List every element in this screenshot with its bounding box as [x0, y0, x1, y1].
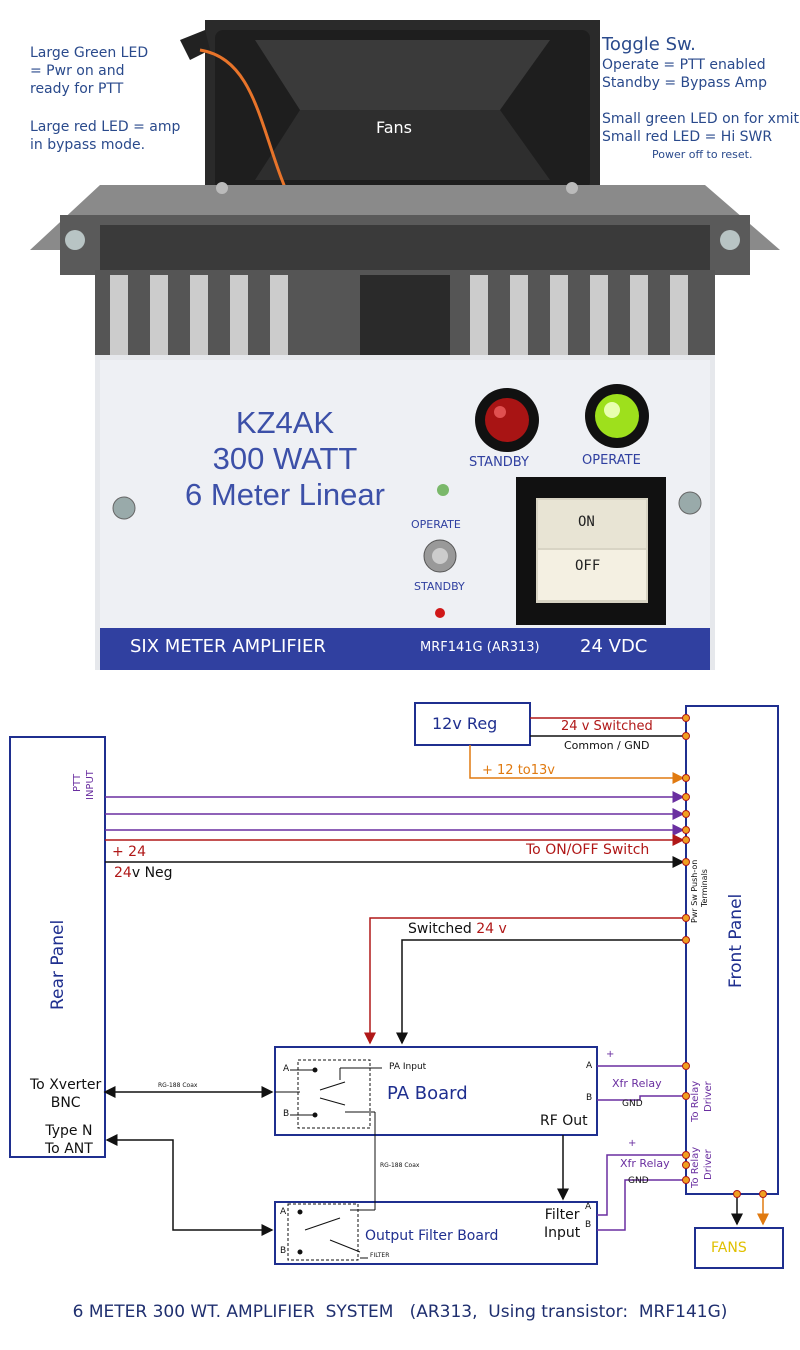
strip-24vdc: 24 VDC	[580, 636, 648, 657]
front-panel-label: Front Panel	[726, 893, 746, 988]
note-toggle-2: Standby = Bypass Amp	[602, 75, 768, 91]
plus-12-13-label: + 12 to13v	[482, 763, 555, 778]
rear-panel-box	[9, 736, 106, 1158]
block-diagram	[9, 702, 784, 1269]
pa-switch-a: A	[283, 1064, 290, 1074]
filter-switch-a: A	[280, 1207, 287, 1217]
switched24-num: 24 v	[476, 921, 507, 937]
heatsink-fins	[95, 270, 715, 360]
toggle-standby-label: STANDBY	[414, 580, 465, 593]
note-toggle-3: Small green LED on for xmit	[602, 111, 799, 127]
pwr-sw-label-2: Terminals	[700, 869, 709, 907]
switched24-label: Switched 24 v	[408, 921, 507, 937]
fans-photo-label: Fans	[376, 118, 413, 137]
panel-title-watts: 300 WATT	[212, 441, 358, 476]
filter-input-label-1: Filter	[544, 1207, 580, 1223]
note-green-led-3: ready for PTT	[30, 81, 124, 97]
to-relay-driver-2b: Driver	[703, 1149, 714, 1180]
output-filter-box	[274, 1201, 598, 1265]
note-toggle-1: Operate = PTT enabled	[602, 57, 766, 73]
to-xverter-label-2: BNC	[50, 1095, 81, 1111]
type-n-label-2: To ANT	[45, 1141, 93, 1157]
note-toggle-4: Small red LED = Hi SWR	[602, 129, 773, 145]
note-toggle-title: Toggle Sw.	[602, 34, 696, 55]
small-red-led	[435, 608, 445, 618]
figure-caption: 6 METER 300 WT. AMPLIFIER SYSTEM (AR313,…	[72, 1302, 728, 1322]
panel-title-callsign: KZ4AK	[235, 405, 335, 440]
output-filter-label: Output Filter Board	[365, 1228, 499, 1244]
plus24-label: + 24	[112, 844, 146, 860]
neg24-num: 24	[114, 865, 132, 881]
fans-diagram-label: FANS	[711, 1240, 747, 1256]
reg-switched-label: 24 v Switched	[561, 719, 653, 734]
note-green-led-2: = Pwr on and	[30, 63, 125, 79]
note-toggle-5: Power off to reset.	[652, 148, 753, 161]
front-panel-box	[685, 705, 779, 1195]
pa-input-label: PA Input	[389, 1062, 427, 1072]
pa-relay-a: A	[586, 1061, 593, 1071]
note-red-led-1: Large red LED = amp	[30, 119, 181, 135]
switched24-text: Switched	[408, 921, 472, 937]
pa-switch-b: B	[283, 1109, 290, 1119]
filter-relay-a: A	[585, 1202, 592, 1212]
rear-panel-label: Rear Panel	[48, 919, 68, 1010]
to-relay-driver-1a: To Relay	[690, 1080, 701, 1122]
ptt-input-label-2: INPUT	[85, 770, 96, 800]
pa-gnd: GND	[622, 1099, 643, 1109]
note-red-led-2: in bypass mode.	[30, 137, 146, 153]
strip-mrf: MRF141G (AR313)	[420, 640, 540, 655]
neg24-label: 24v Neg	[114, 865, 173, 881]
type-n-label-1: Type N	[45, 1123, 93, 1139]
reg-label: 12v Reg	[432, 714, 498, 733]
filter-relay-b: B	[585, 1220, 592, 1230]
coax-label-2: RG-188 Coax	[380, 1162, 420, 1169]
strip-six-meter: SIX METER AMPLIFIER	[130, 636, 326, 657]
panel-title-linear: 6 Meter Linear	[185, 477, 385, 512]
pwr-sw-label-1: Pwr Sw Push-on	[690, 859, 699, 923]
pa-xfr-relay: Xfr Relay	[612, 1077, 662, 1090]
operate-label: OPERATE	[582, 453, 641, 468]
to-relay-driver-2a: To Relay	[690, 1146, 701, 1188]
pa-board-box	[274, 1046, 598, 1136]
reg-box	[414, 702, 531, 746]
pa-board-label: PA Board	[387, 1083, 468, 1104]
coax-label-1: RG-188 Coax	[158, 1082, 198, 1089]
reg-switched-num: 24	[561, 719, 578, 734]
fans-box	[694, 1227, 784, 1269]
power-switch-on[interactable]	[538, 500, 646, 548]
rf-out-label: RF Out	[540, 1113, 588, 1129]
common-gnd-label: Common / GND	[564, 739, 650, 752]
standby-label: STANDBY	[469, 455, 529, 470]
pa-relay-b: B	[586, 1093, 593, 1103]
switch-off-label: OFF	[575, 558, 601, 574]
small-green-led	[437, 484, 449, 496]
filter-gnd: GND	[628, 1176, 649, 1186]
filter-small-label: FILTER	[370, 1252, 390, 1259]
filter-input-label-2: Input	[544, 1225, 581, 1241]
reg-switched-text: v Switched	[581, 719, 653, 734]
to-relay-driver-1b: Driver	[703, 1081, 714, 1112]
amplifier-photo	[30, 20, 780, 670]
filter-xfr-relay: Xfr Relay	[620, 1157, 670, 1170]
ptt-input-label-1: PTT	[72, 773, 83, 792]
pa-relay-plus: +	[606, 1049, 615, 1060]
filter-switch-b: B	[280, 1246, 287, 1256]
label-strip	[100, 628, 710, 670]
toggle-operate-label: OPERATE	[411, 518, 461, 531]
power-switch-off[interactable]	[538, 550, 646, 600]
to-xverter-label-1: To Xverter	[30, 1077, 102, 1093]
note-green-led-1: Large Green LED	[30, 45, 149, 61]
toggle-switch[interactable]	[423, 539, 457, 573]
standby-led	[475, 388, 539, 452]
neg24-text: v Neg	[131, 865, 173, 881]
filter-relay-plus: +	[628, 1138, 637, 1149]
to-onoff-label: To ON/OFF Switch	[526, 842, 650, 858]
operate-led	[585, 384, 649, 448]
switch-on-label: ON	[578, 514, 595, 530]
